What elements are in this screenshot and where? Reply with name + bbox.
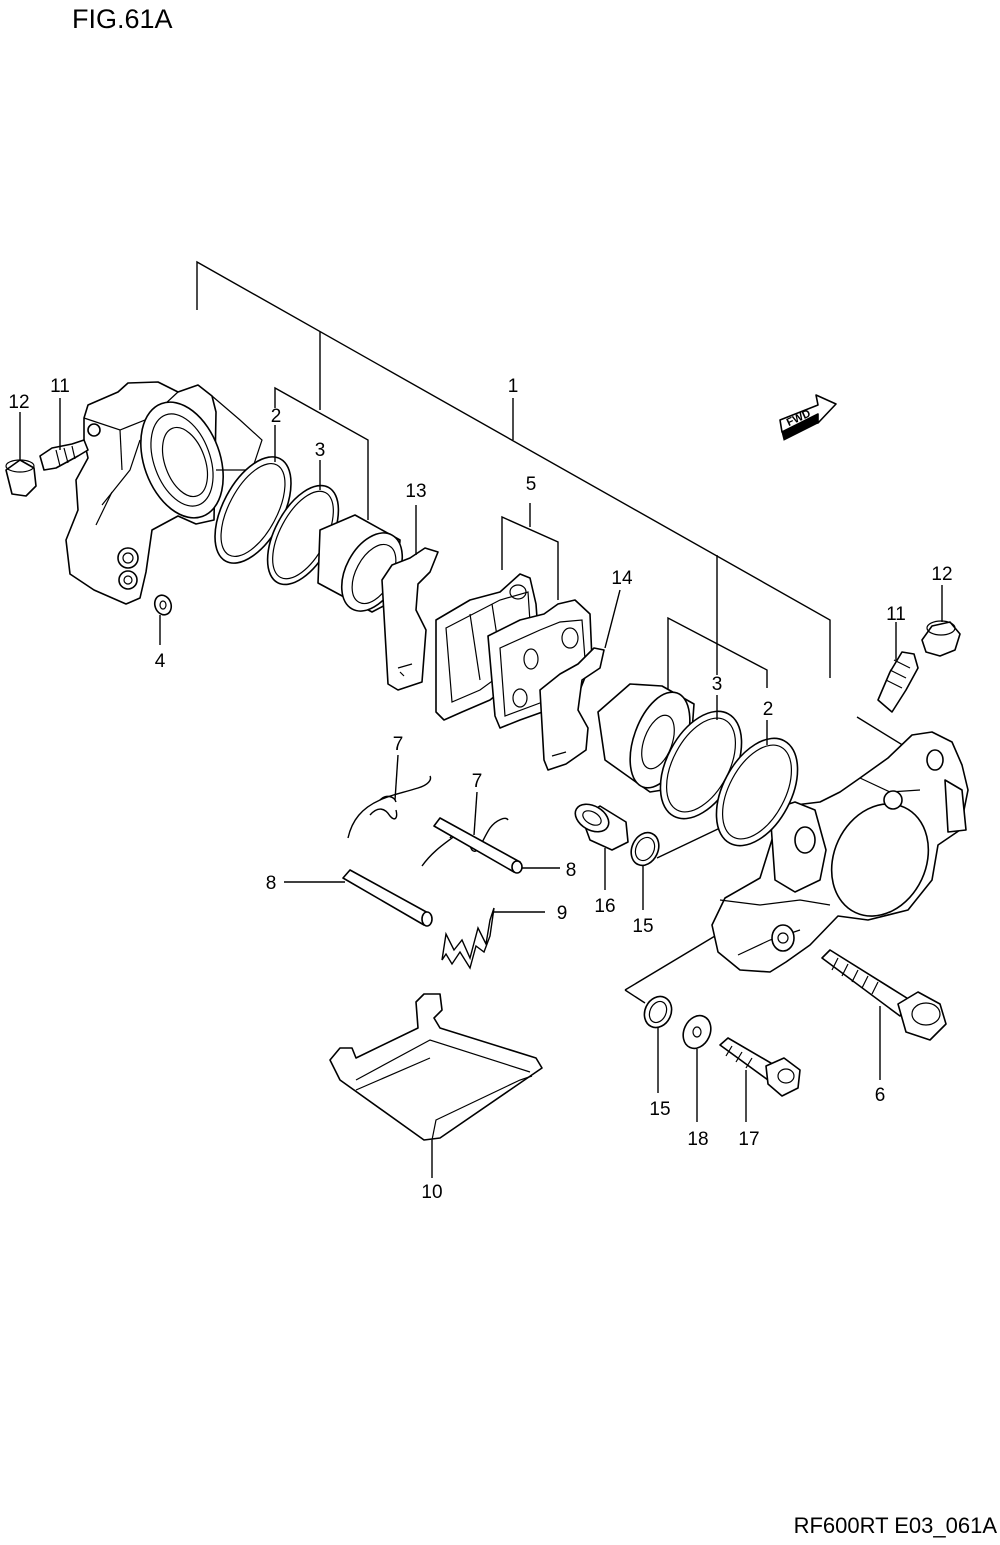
callout-10: 10 [421,1182,442,1203]
bleeder-cap-left [5,459,37,497]
washer-lower [682,1014,712,1050]
washer-left [153,594,173,616]
piston-seal-right [715,737,799,847]
callout-4: 4 [155,651,166,672]
callout-11-right: 11 [886,604,906,625]
bleeder-valve-right [877,651,919,713]
bleeder-valve-left [39,439,89,471]
callout-5: 5 [526,474,537,495]
right-caliper-half [711,731,969,973]
callout-labels: 1 2 3 11 12 13 5 14 4 12 11 3 2 7 7 8 8 … [8,376,952,1203]
anti-rattle-spring [441,907,495,970]
callout-leaders [19,398,943,1178]
pad-shim-right [539,647,605,771]
callout-11-left: 11 [50,376,70,397]
diagram-reference-code: RF600RT E03_061A [793,1513,997,1538]
callout-13: 13 [405,481,426,502]
callout-2-right: 2 [763,699,774,720]
callout-15-lower: 15 [649,1099,670,1120]
callout-15-upper: 15 [632,916,653,937]
caliper-mount-bolt [821,949,947,1041]
callout-12-left: 12 [8,392,29,413]
o-ring-upper [630,831,660,867]
callout-7-left: 7 [393,734,404,755]
fwd-arrow-icon: FWD [779,394,837,441]
callout-16: 16 [594,896,615,917]
callout-7-right: 7 [472,771,483,792]
bleeder-cap-right [921,620,961,657]
callout-3-right: 3 [712,674,723,695]
figure-title: FIG.61A [72,4,173,34]
callout-14: 14 [611,568,633,589]
o-ring-lower [643,995,673,1029]
pad-pin-upper [433,817,523,874]
callout-2-left: 2 [271,406,282,427]
callout-6: 6 [875,1085,886,1106]
callout-3-left: 3 [315,440,326,461]
sleeve-bolt [719,1037,801,1097]
piston-seal-left [214,456,292,564]
pad-cover-plate [329,993,543,1141]
callout-12-right: 12 [931,564,952,585]
callout-8-right: 8 [566,860,577,881]
callout-1: 1 [508,376,519,397]
callout-18: 18 [687,1129,708,1150]
pad-spring-left [347,775,432,839]
callout-8-left: 8 [266,873,277,894]
pad-shim-left [381,547,439,691]
slide-sleeve [574,803,629,851]
callout-17: 17 [738,1129,759,1150]
callout-9: 9 [557,903,568,924]
left-caliper-half [65,381,263,605]
pad-pin-lower [342,869,433,927]
